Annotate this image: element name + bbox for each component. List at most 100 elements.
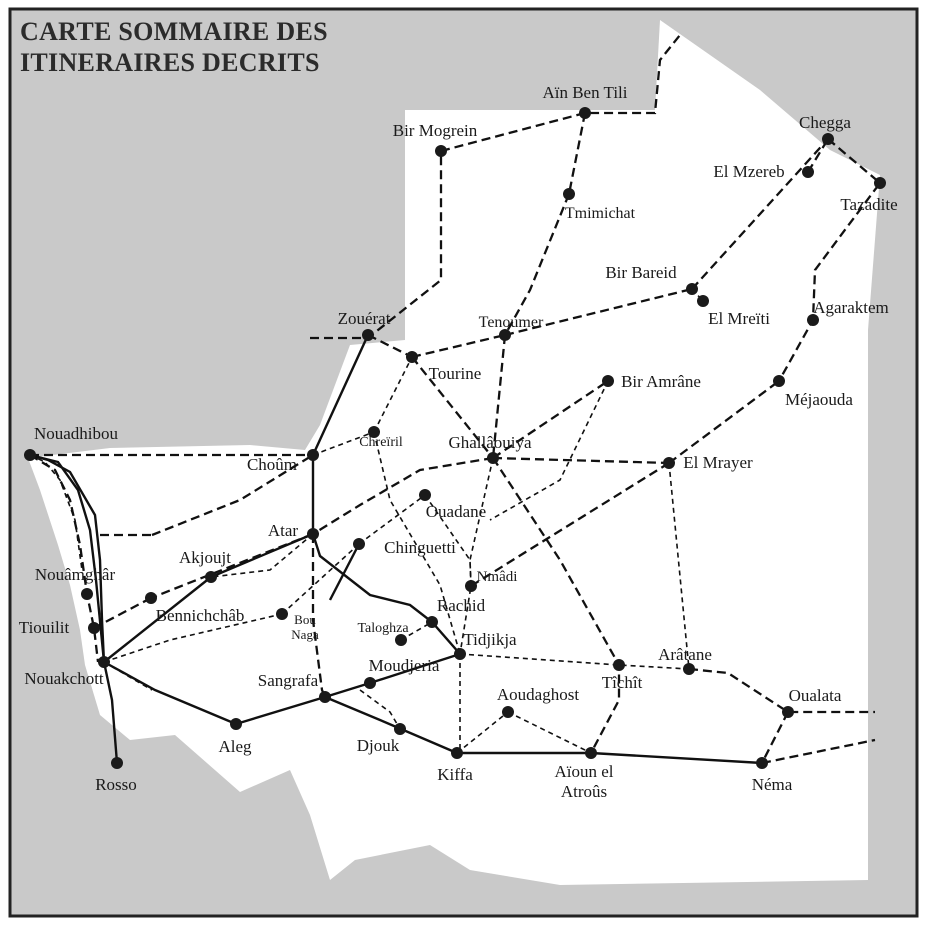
city-marker-mejaouda [773,375,785,387]
city-marker-nema [756,757,768,769]
city-label-tazadite: Tazadite [840,195,897,214]
city-label-tiouilit: Tiouilit [19,618,70,637]
city-marker-oualata [782,706,794,718]
city-marker-nouadhibou [24,449,36,461]
city-marker-chinguetti [353,538,365,550]
city-marker-bir-mogrein [435,145,447,157]
city-marker-aioun [585,747,597,759]
map-frame-border [8,7,919,918]
route-segment [328,543,361,601]
route-segment [310,151,443,340]
city-label-nema: Néma [752,775,793,794]
city-marker-chreiril [368,426,380,438]
route-segment [210,533,314,578]
route-segment [324,681,371,699]
city-label-tmimichat: Tmimichat [565,205,636,222]
city-marker-taloghza [395,634,407,646]
city-marker-bir-amrane [602,375,614,387]
routes-layer [29,34,882,765]
route-segment [411,356,494,459]
route-segment [311,334,370,456]
city-label-choum: Choûm [247,455,297,474]
route-segment [456,711,509,754]
city-marker-ghallaouiya [487,452,499,464]
route-segment [103,576,212,663]
route-segment [373,431,461,655]
city-label-rosso: Rosso [95,775,137,794]
city-marker-nmadi [465,580,477,592]
route-segment [103,613,283,663]
route-segment [235,695,326,726]
map-title-line-1: CARTE SOMMAIRE DES [20,17,328,46]
city-marker-kiffa [451,747,463,759]
city-label-nouadhibou: Nouadhibou [34,424,119,443]
city-marker-rachid [426,616,438,628]
route-segment [492,380,609,459]
route-segment [93,596,152,630]
city-marker-el-mreiti [697,295,709,307]
city-marker-akjoujt [205,571,217,583]
city-marker-el-mrayer [663,457,675,469]
route-segment [668,380,780,464]
route-segment [469,457,494,587]
city-marker-tourine [406,351,418,363]
city-label-aleg: Aleg [218,737,252,756]
route-segment [440,34,681,153]
city-label-chreiril: Chreïril [359,435,403,450]
city-label-rachid: Rachid [437,596,486,615]
route-segment [470,462,670,587]
route-segment [150,532,314,600]
route-segment [312,431,375,456]
route-segment [760,711,790,764]
city-label-bir-mogrein: Bir Mogrein [393,121,478,140]
city-marker-rosso [111,757,123,769]
city-marker-nouakchott [98,656,110,668]
city-marker-ouadane [419,489,431,501]
route-segment [491,334,507,459]
city-marker-el-mzereb [802,166,814,178]
city-label-sangrafa: Sangrafa [258,671,319,690]
city-label-tidjikja: Tidjikja [463,630,517,649]
route-segment [688,667,875,714]
city-marker-ain-ben-tili [579,107,591,119]
city-marker-tazadite [874,177,886,189]
city-label-chegga: Chegga [799,113,851,132]
city-label-nouamghar: Nouâmghâr [35,565,116,584]
city-marker-atar [307,528,319,540]
route-segment [668,462,690,670]
city-marker-tmimichat [563,188,575,200]
city-markers-layer [24,107,886,769]
route-segment [503,193,571,336]
city-label-akjoujt: Akjoujt [179,548,231,567]
route-segment [29,454,100,663]
route-segment [312,456,494,535]
city-label-oualata: Oualata [789,686,842,705]
route-segment [424,494,472,655]
route-segment [504,287,693,337]
city-label-tenoumer: Tenoumer [479,314,544,331]
city-label-atar: Atar [268,521,299,540]
city-label-zouerat: Zouérat [338,309,391,328]
route-segment [761,738,876,765]
city-label-ain-ben-tili: Aïn Ben Tili [542,83,627,102]
city-label-bennichchab: Bennichchâb [156,606,245,625]
route-segment [359,689,401,730]
city-marker-bennichchab [145,592,157,604]
route-segment [358,494,426,545]
route-segment [367,333,413,359]
city-marker-tenoumer [499,329,511,341]
city-label-taloghza: Taloghza [357,621,409,636]
route-segment [492,456,670,465]
route-segment [411,333,506,359]
map-title-line-2: ITINERAIRES DECRITS [20,48,320,77]
city-marker-chegga [822,133,834,145]
city-marker-tiouilit [88,622,100,634]
city-marker-aoudaghost [502,706,514,718]
city-marker-aratane [683,663,695,675]
city-marker-agaraktem [807,314,819,326]
city-label-el-mzereb: El Mzereb [713,162,784,181]
